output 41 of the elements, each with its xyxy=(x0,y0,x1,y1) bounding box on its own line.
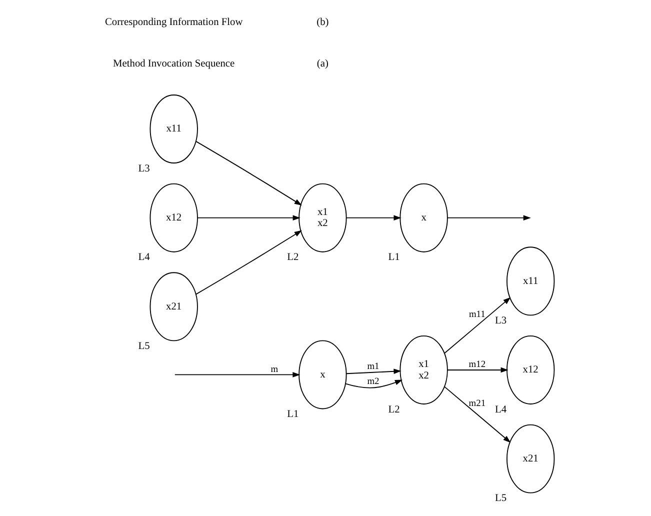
node-ellipse: x xyxy=(399,183,448,252)
node-ellipse: x21 xyxy=(149,272,198,342)
arrow xyxy=(194,140,302,206)
node-label: L3 xyxy=(494,315,506,326)
node-label: L4 xyxy=(494,404,506,416)
node-label: L3 xyxy=(138,163,150,174)
node-ellipse: x12 xyxy=(149,183,198,252)
arrow xyxy=(446,367,508,373)
arrow xyxy=(174,372,300,378)
arrow xyxy=(444,297,510,354)
arrow xyxy=(446,215,530,220)
edge-label: m11 xyxy=(468,310,485,320)
node-ellipse: x1 x2 xyxy=(298,183,346,252)
edge-label: m2 xyxy=(366,377,379,388)
label: (b) xyxy=(316,16,328,28)
node-label: L2 xyxy=(388,404,400,416)
node-label: L1 xyxy=(286,409,298,420)
node-ellipse: x xyxy=(298,340,346,410)
edge-label: m1 xyxy=(366,362,379,372)
arrow xyxy=(444,386,510,443)
node-ellipse: x11 xyxy=(149,94,198,164)
node-label: L2 xyxy=(286,252,298,264)
arrow xyxy=(345,368,401,374)
edge-label: m21 xyxy=(468,398,486,409)
label: Method Invocation Sequence xyxy=(112,58,234,70)
edge-label: m12 xyxy=(468,360,486,370)
label: Corresponding Information Flow xyxy=(104,16,242,28)
node-label: L4 xyxy=(138,252,150,264)
arrow xyxy=(196,215,300,220)
arrow xyxy=(194,230,302,295)
node-ellipse: x21 xyxy=(506,424,554,494)
node-label: L5 xyxy=(138,341,150,352)
node-label: L5 xyxy=(494,493,506,504)
node-ellipse: x1 x2 xyxy=(399,336,448,404)
label: (a) xyxy=(316,58,328,70)
node-ellipse: x12 xyxy=(506,336,554,404)
arrow xyxy=(344,380,402,388)
edge-label: m xyxy=(270,364,278,375)
arrow xyxy=(345,215,401,220)
node-ellipse: x11 xyxy=(506,246,554,316)
node-label: L1 xyxy=(388,252,400,264)
